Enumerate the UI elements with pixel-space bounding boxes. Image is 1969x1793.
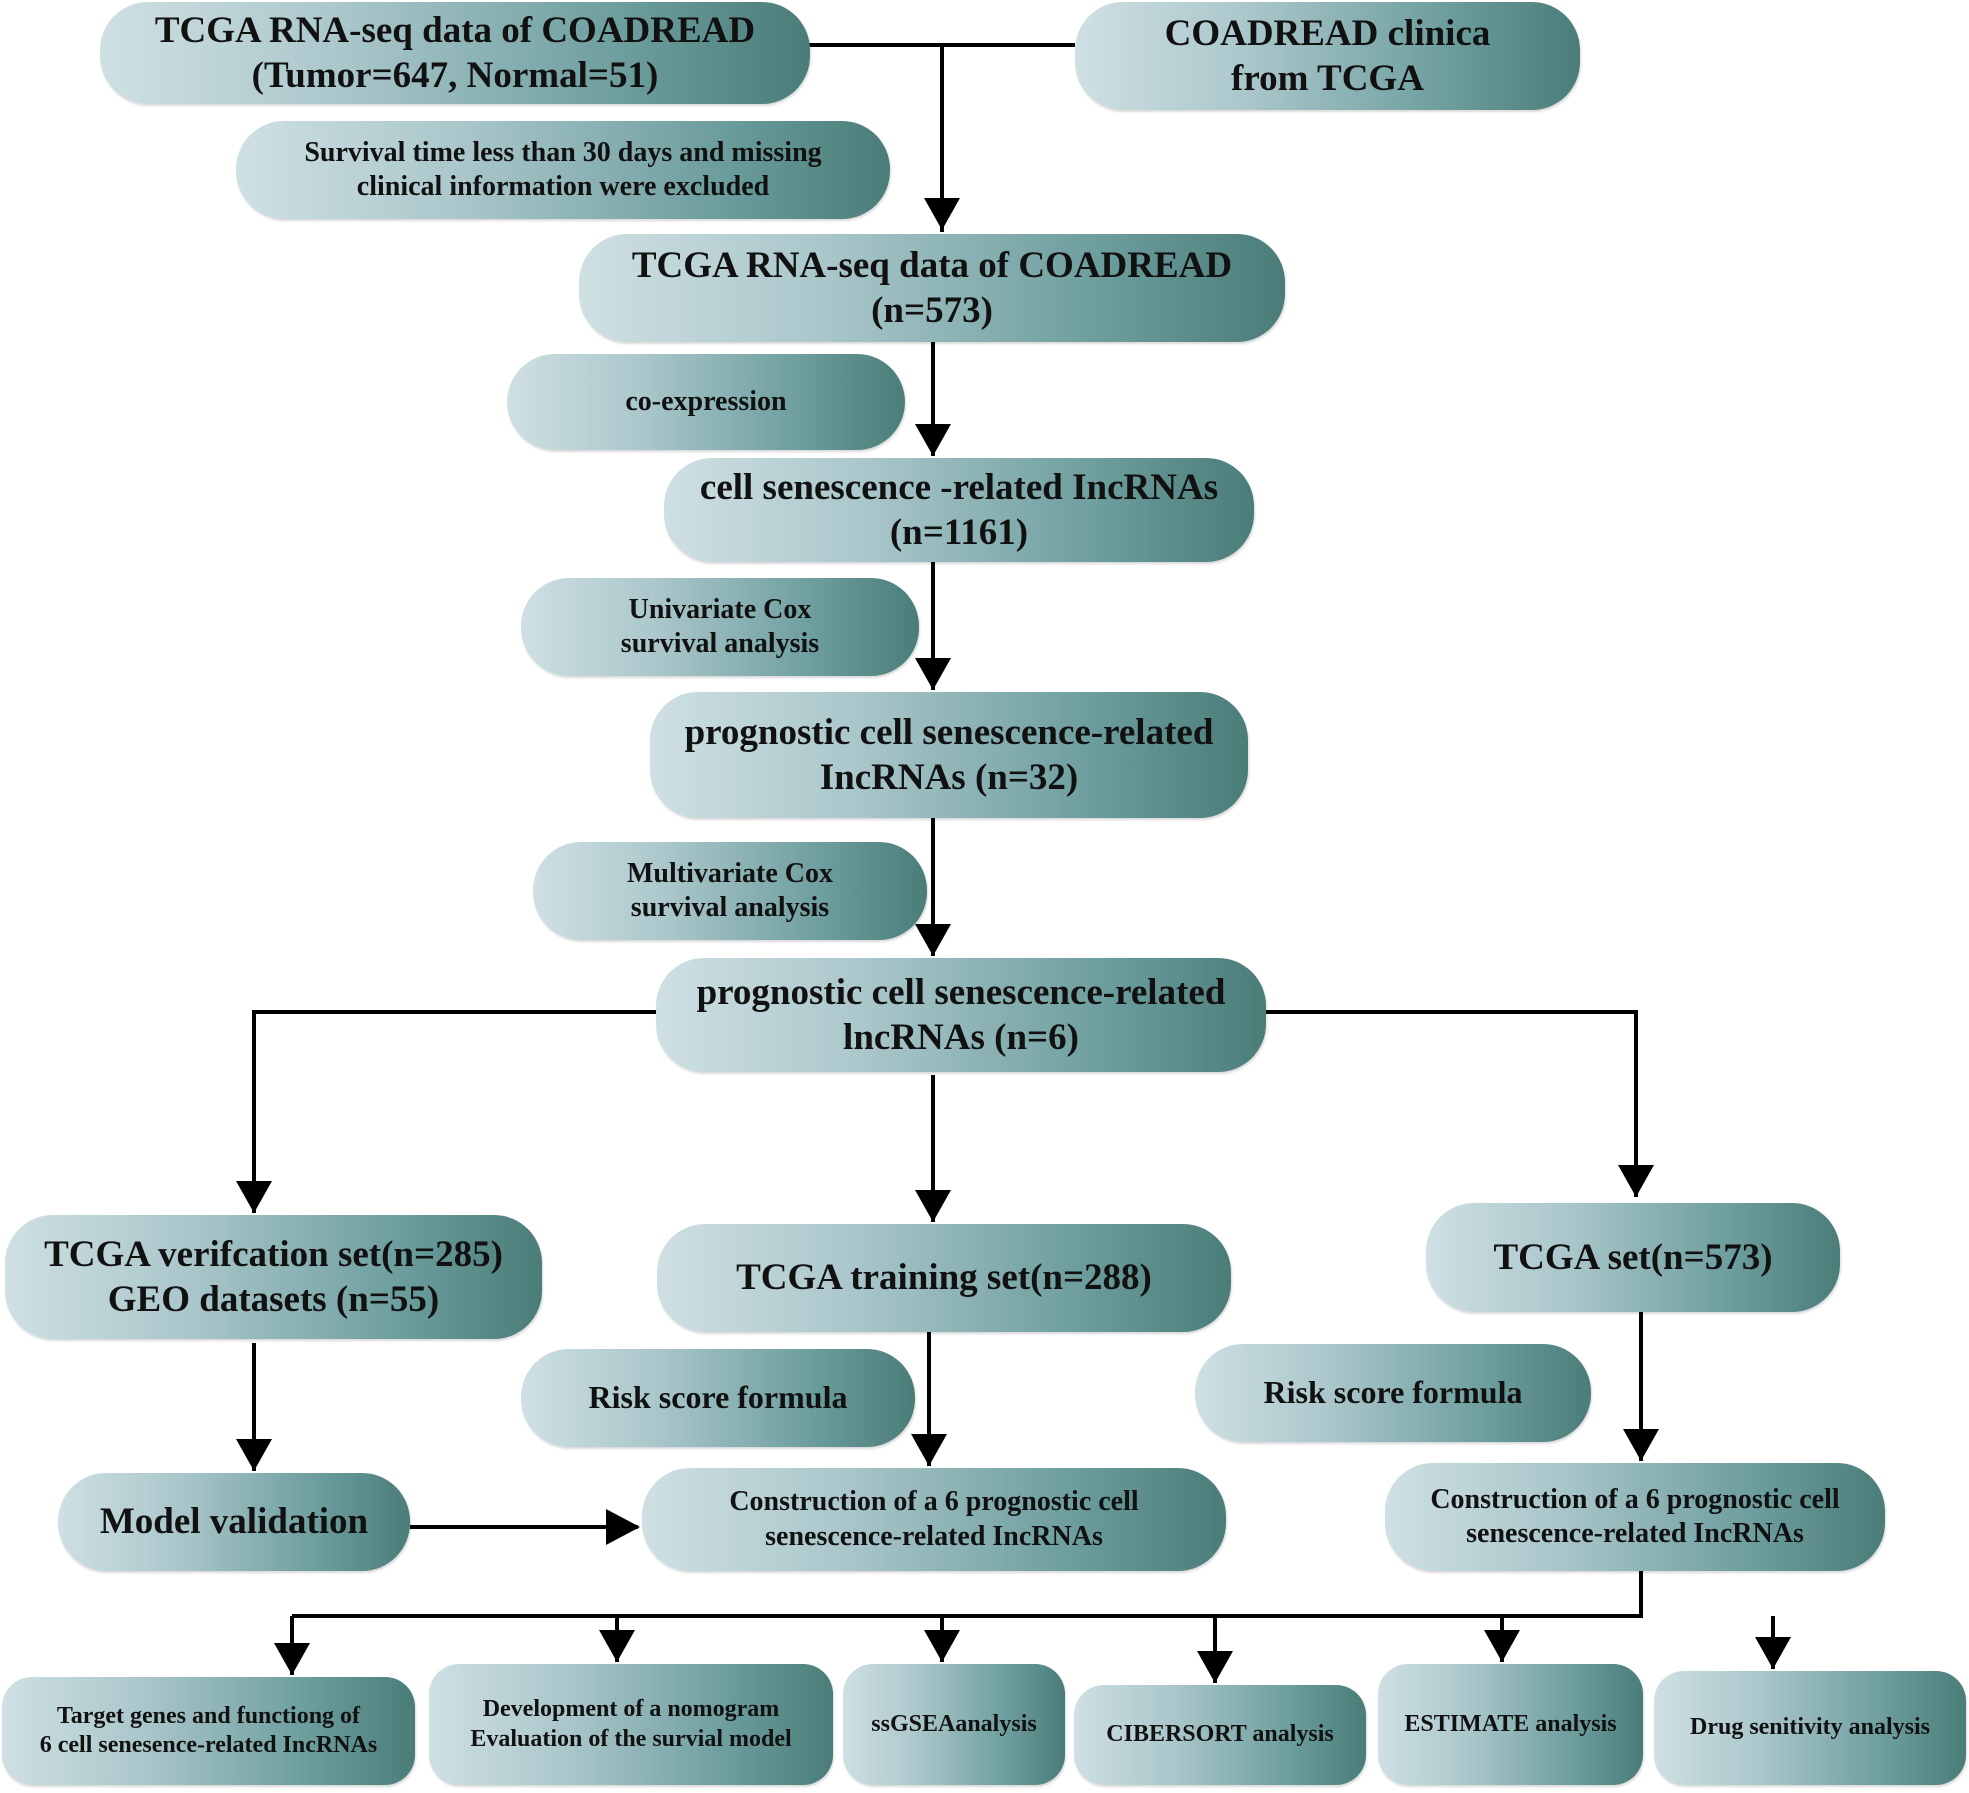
- node-senescence-lncrnas: cell senescence -related IncRNAs (n=1161…: [664, 458, 1254, 562]
- node-model-validation: Model validation: [58, 1473, 410, 1571]
- node-cibersort: CIBERSORT analysis: [1074, 1685, 1366, 1785]
- node-cibersort-line1: CIBERSORT analysis: [1106, 1721, 1334, 1748]
- node-risk-formula-2-line1: Risk score formula: [1263, 1374, 1523, 1411]
- node-senescence-lncrnas-line2: (n=1161): [889, 512, 1029, 553]
- node-construction-2-line2: senescence-related IncRNAs: [1466, 1518, 1804, 1549]
- arrowhead-6: [915, 924, 951, 956]
- node-multivariate-line1: Multivariate Cox: [626, 857, 834, 889]
- node-rnaseq-573: TCGA RNA-seq data of COADREAD (n=573): [579, 234, 1285, 342]
- node-construction-1: Construction of a 6 prognostic cell sene…: [642, 1468, 1226, 1571]
- node-nomogram: Development of a nomogram Evaluation of …: [429, 1664, 833, 1785]
- node-construction-2-line1: Construction of a 6 prognostic cell: [1430, 1483, 1840, 1515]
- node-clinical: COADREAD clinica from TCGA: [1075, 2, 1580, 110]
- node-prognostic-32-line2: IncRNAs (n=32): [819, 757, 1079, 798]
- node-ssgsea: ssGSEAanalysis: [843, 1664, 1065, 1785]
- node-estimate-line1: ESTIMATE analysis: [1404, 1710, 1617, 1737]
- node-risk-formula-2: Risk score formula: [1195, 1344, 1591, 1442]
- arrowhead-tcgaset: [1618, 1165, 1654, 1197]
- arrowhead-cibersort: [1197, 1651, 1233, 1683]
- node-prognostic-6: prognostic cell senescence-related lncRN…: [656, 958, 1266, 1072]
- node-prognostic-6-line2: lncRNAs (n=6): [843, 1017, 1079, 1058]
- edge-bottom-bus: [292, 1571, 1643, 1618]
- node-exclusion-line2: clinical information were excluded: [356, 171, 770, 202]
- node-rnaseq-573-line1: TCGA RNA-seq data of COADREAD: [631, 244, 1233, 286]
- node-tcga-rnaseq: TCGA RNA-seq data of COADREAD (Tumor=647…: [100, 2, 810, 104]
- node-training-set-line1: TCGA training set(n=288): [736, 1257, 1152, 1299]
- node-verification-set: TCGA verifcation set(n=285) GEO datasets…: [5, 1215, 542, 1339]
- arrowhead-ssgsea: [924, 1630, 960, 1662]
- arrowhead-1161: [915, 424, 951, 456]
- node-model-validation-line1: Model validation: [99, 1501, 369, 1543]
- node-clinical-line2: from TCGA: [1231, 58, 1424, 99]
- node-verification-set-line2: GEO datasets (n=55): [107, 1279, 440, 1320]
- node-drug: Drug senitivity analysis: [1654, 1671, 1966, 1785]
- arrowhead-construction-1: [911, 1434, 947, 1466]
- node-coexpression-line1: co-expression: [625, 385, 787, 417]
- arrowhead-573: [924, 198, 960, 230]
- arrowhead-verification: [236, 1181, 272, 1213]
- node-prognostic-6-line1: prognostic cell senescence-related: [696, 971, 1226, 1013]
- node-coexpression: co-expression: [507, 354, 905, 450]
- node-rnaseq-573-line2: (n=573): [871, 290, 993, 331]
- node-risk-formula-1: Risk score formula: [521, 1349, 915, 1447]
- node-prognostic-32-line1: prognostic cell senescence-related: [684, 711, 1214, 753]
- node-construction-1-line1: Construction of a 6 prognostic cell: [729, 1486, 1139, 1518]
- arrowhead-32: [915, 658, 951, 690]
- node-tcga-rnaseq-line2: (Tumor=647, Normal=51): [251, 55, 659, 96]
- node-estimate: ESTIMATE analysis: [1378, 1664, 1643, 1785]
- node-nomogram-line2: Evaluation of the survial model: [470, 1725, 792, 1752]
- edge-6-left-branch: [252, 1010, 656, 1213]
- node-training-set: TCGA training set(n=288): [657, 1224, 1231, 1332]
- edge-6-right-branch: [1266, 1010, 1638, 1197]
- arrowhead-estimate: [1484, 1630, 1520, 1662]
- arrowhead-construction-2: [1623, 1429, 1659, 1461]
- node-drug-line1: Drug senitivity analysis: [1689, 1714, 1931, 1741]
- node-exclusion-line1: Survival time less than 30 days and miss…: [304, 136, 822, 168]
- node-multivariate-line2: survival analysis: [630, 892, 830, 923]
- node-verification-set-line1: TCGA verifcation set(n=285): [44, 1233, 503, 1275]
- node-multivariate: Multivariate Cox survival analysis: [533, 842, 927, 940]
- node-univariate-line1: Univariate Cox: [628, 593, 812, 625]
- node-univariate-line2: survival analysis: [620, 628, 820, 659]
- arrowhead-drug: [1755, 1637, 1791, 1669]
- node-target-genes: Target genes and functiong of 6 cell sen…: [2, 1677, 415, 1785]
- arrowhead-target: [274, 1643, 310, 1675]
- arrowhead-validation-to-construction: [606, 1509, 640, 1545]
- node-exclusion: Survival time less than 30 days and miss…: [236, 121, 890, 219]
- node-prognostic-32: prognostic cell senescence-related IncRN…: [650, 692, 1248, 818]
- node-nomogram-line1: Development of a nomogram: [482, 1696, 780, 1723]
- node-tcga-set-line1: TCGA set(n=573): [1493, 1236, 1773, 1278]
- node-clinical-line1: COADREAD clinica: [1164, 12, 1491, 54]
- node-tcga-set: TCGA set(n=573): [1426, 1203, 1840, 1312]
- node-univariate: Univariate Cox survival analysis: [521, 578, 919, 676]
- node-construction-2: Construction of a 6 prognostic cell sene…: [1385, 1463, 1885, 1571]
- arrowhead-validation: [236, 1439, 272, 1471]
- node-tcga-rnaseq-line1: TCGA RNA-seq data of COADREAD: [154, 9, 756, 51]
- arrowhead-nomogram: [599, 1630, 635, 1662]
- node-construction-1-line2: senescence-related IncRNAs: [765, 1520, 1103, 1552]
- node-ssgsea-line1: ssGSEAanalysis: [871, 1710, 1037, 1737]
- node-target-genes-line2: 6 cell senesence-related IncRNAs: [39, 1732, 378, 1758]
- node-risk-formula-1-line1: Risk score formula: [588, 1379, 848, 1416]
- node-senescence-lncrnas-line1: cell senescence -related IncRNAs: [699, 466, 1219, 508]
- node-target-genes-line1: Target genes and functiong of: [56, 1702, 361, 1729]
- arrowhead-training: [915, 1190, 951, 1222]
